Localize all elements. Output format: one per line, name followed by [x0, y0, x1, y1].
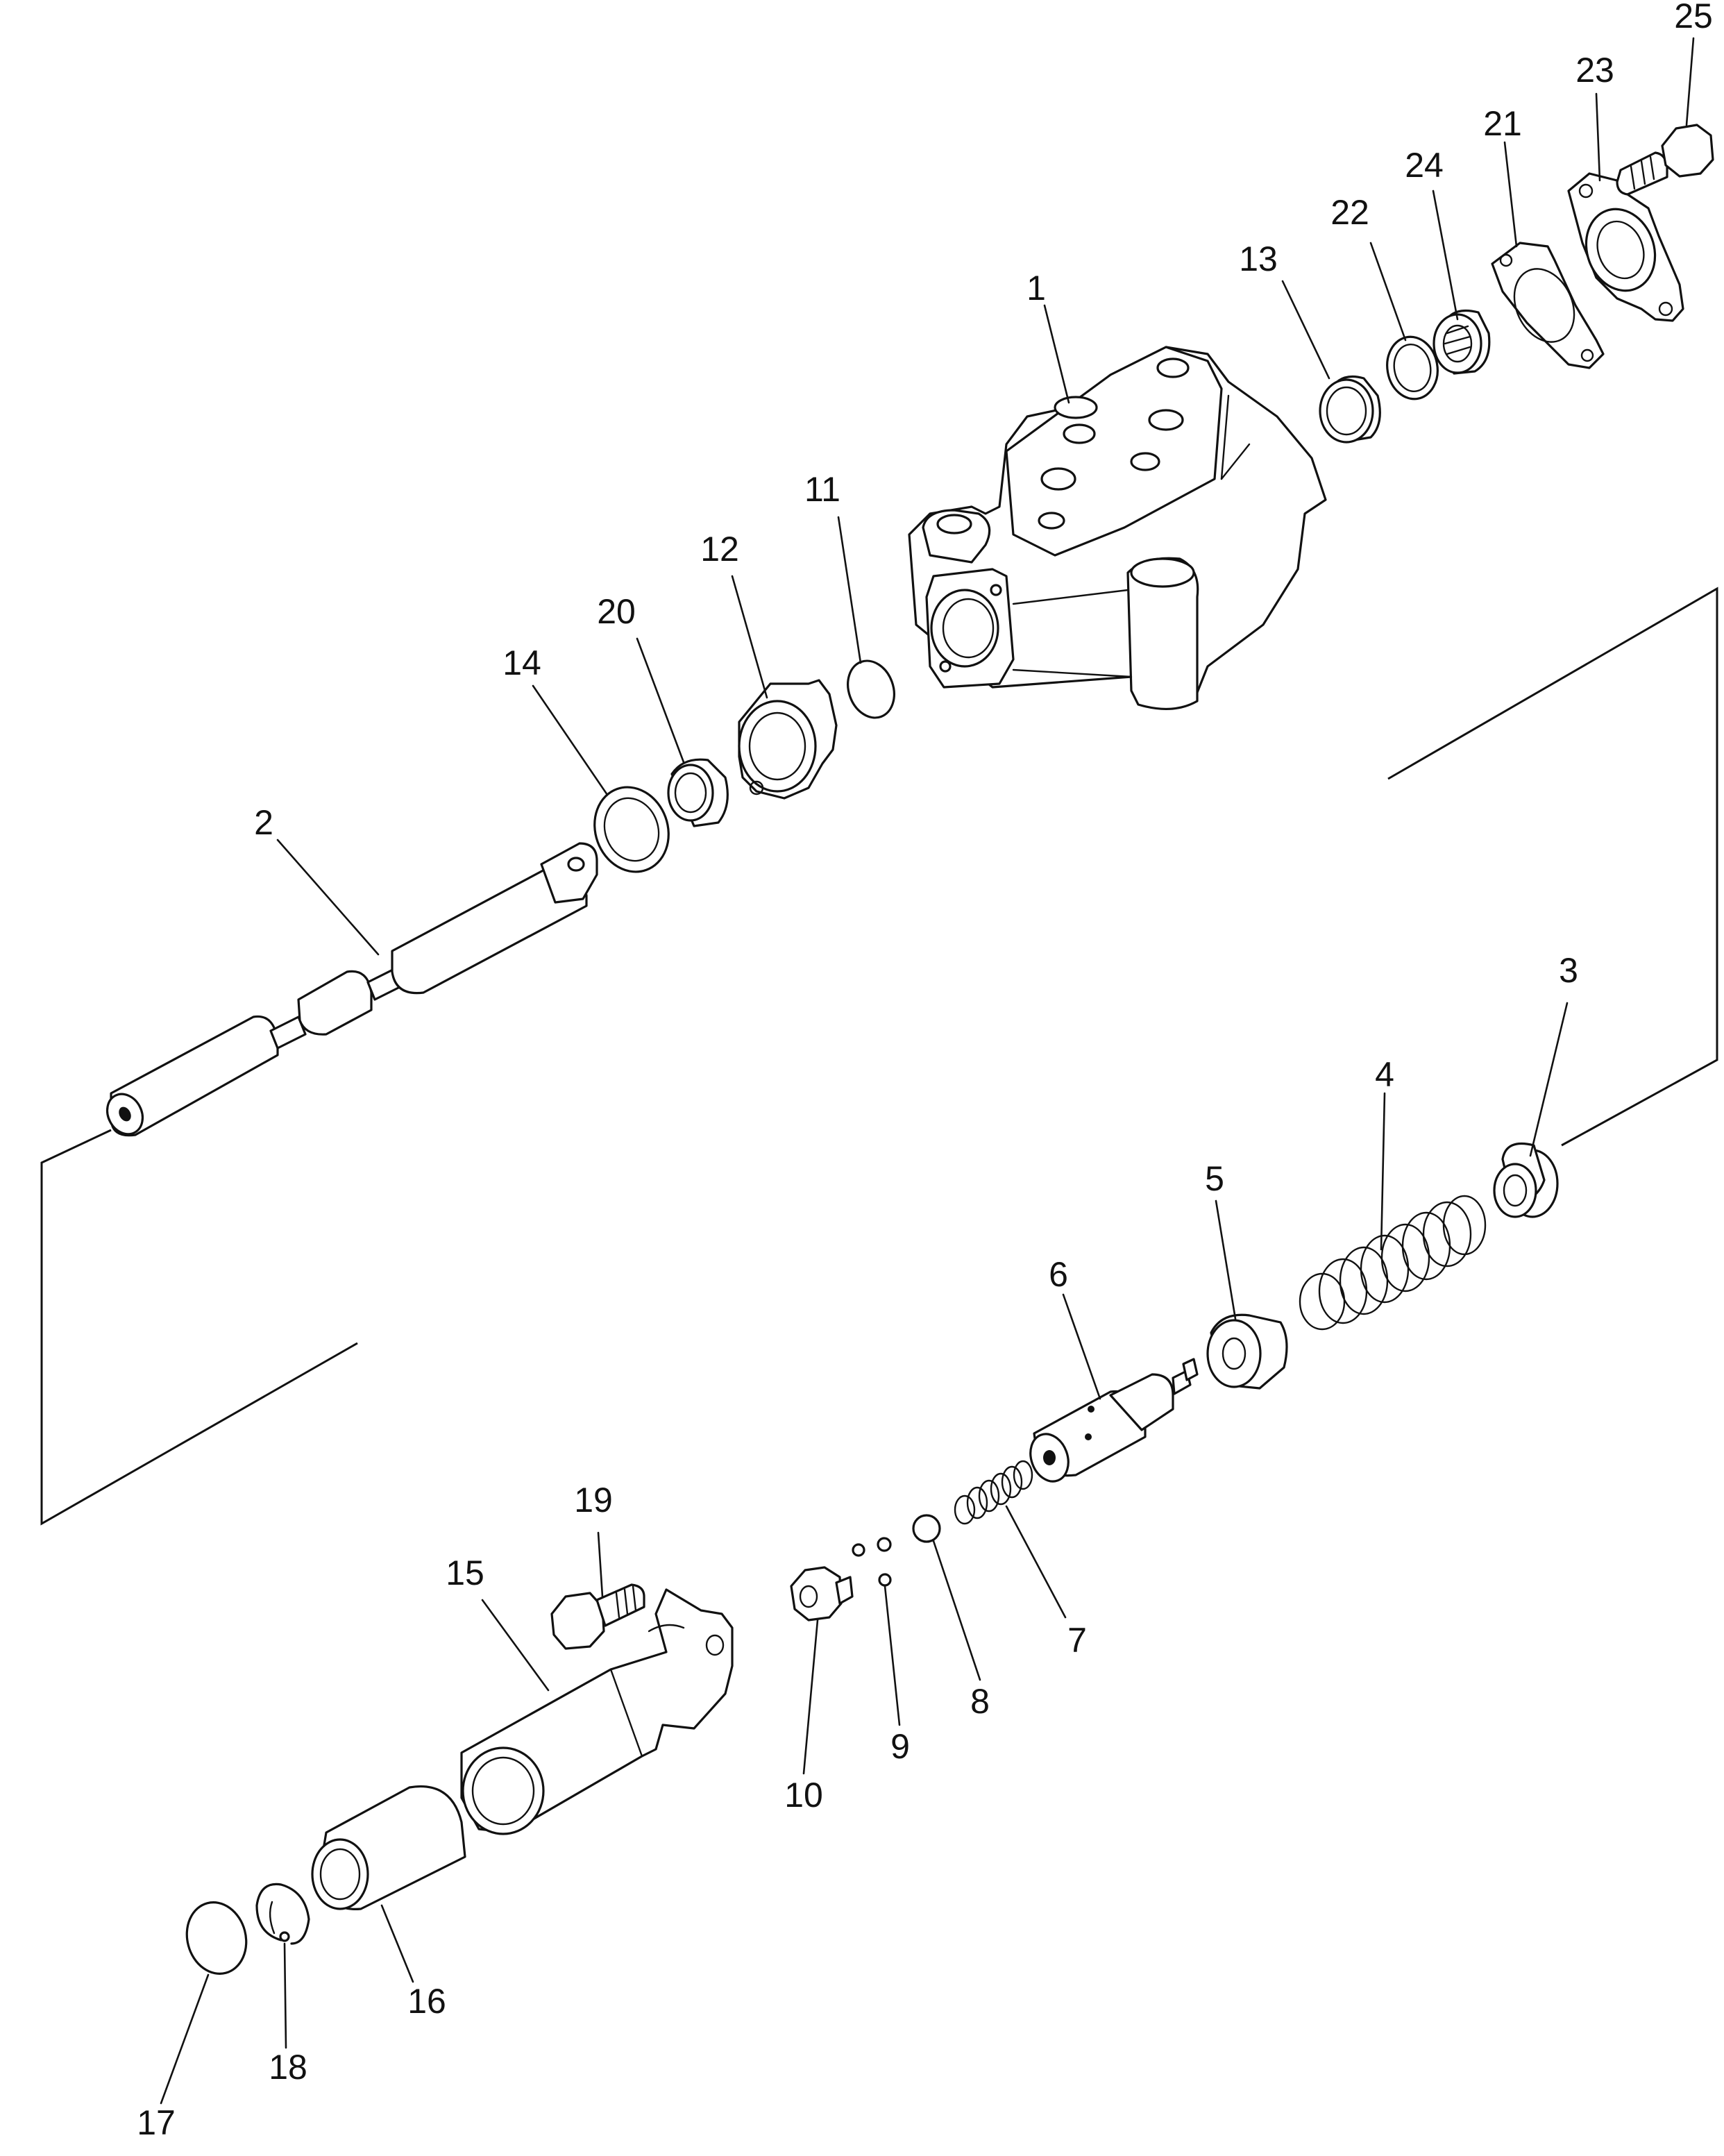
seat-part-5 — [1206, 1313, 1288, 1390]
callout-10: 10 — [784, 1776, 823, 1814]
callout-1: 1 — [1026, 269, 1046, 308]
ring-part-13 — [1319, 375, 1381, 444]
bearing-part-24 — [1433, 309, 1491, 375]
bolt-part-19 — [550, 1583, 645, 1650]
sleeve-part-16 — [311, 1785, 466, 1910]
gasket-part-21 — [1491, 242, 1605, 369]
callout-21: 21 — [1483, 104, 1522, 143]
flange-part-12 — [738, 679, 838, 800]
o-ring-part-11 — [847, 659, 895, 719]
callout-6: 6 — [1049, 1255, 1068, 1294]
disc-part-17 — [185, 1901, 248, 1975]
housing-part-15 — [460, 1588, 734, 1835]
leader-lines — [160, 37, 1695, 2105]
frame-line-left — [40, 1129, 358, 1526]
callout-7: 7 — [1067, 1621, 1087, 1660]
snap-ring-part-18 — [255, 1883, 310, 1945]
plug-part-10 — [790, 1566, 854, 1622]
balls-part-9 — [852, 1537, 892, 1587]
callout-5: 5 — [1205, 1159, 1224, 1198]
callout-9: 9 — [890, 1727, 910, 1766]
washer-part-14 — [593, 786, 670, 873]
bushing-part-20 — [667, 758, 729, 827]
callout-23: 23 — [1575, 51, 1614, 90]
callout-labels: 1 2 3 4 5 6 7 8 9 10 11 12 13 14 15 16 1… — [137, 0, 1713, 2142]
callout-18: 18 — [269, 2048, 307, 2087]
callout-16: 16 — [407, 1982, 446, 2021]
bolt-part-25 — [1616, 124, 1714, 196]
spring-part-4 — [1299, 1195, 1487, 1331]
callout-8: 8 — [970, 1682, 990, 1721]
callout-15: 15 — [446, 1553, 484, 1592]
cap-part-3 — [1493, 1142, 1559, 1218]
callout-20: 20 — [597, 592, 636, 631]
callout-2: 2 — [254, 803, 273, 842]
frame-line-right — [1387, 587, 1718, 1147]
callout-12: 12 — [700, 530, 739, 569]
callout-13: 13 — [1239, 239, 1278, 278]
callout-11: 11 — [804, 470, 840, 509]
small-spring-part-7 — [954, 1460, 1033, 1525]
shaft-part-2 — [105, 842, 598, 1137]
ball-part-8 — [912, 1514, 941, 1543]
callout-22: 22 — [1330, 193, 1369, 232]
assembly-lines — [40, 587, 1718, 1526]
callout-25: 25 — [1674, 0, 1713, 35]
callout-17: 17 — [137, 2103, 176, 2142]
valve-body-part-1 — [908, 346, 1327, 710]
callout-3: 3 — [1559, 951, 1578, 990]
ring-part-22 — [1386, 335, 1439, 401]
callout-24: 24 — [1405, 146, 1444, 185]
callout-19: 19 — [574, 1481, 613, 1519]
flange-cover-part-23 — [1567, 172, 1684, 322]
callout-4: 4 — [1375, 1055, 1394, 1094]
piston-part-6 — [1029, 1358, 1199, 1483]
callout-14: 14 — [502, 643, 541, 682]
